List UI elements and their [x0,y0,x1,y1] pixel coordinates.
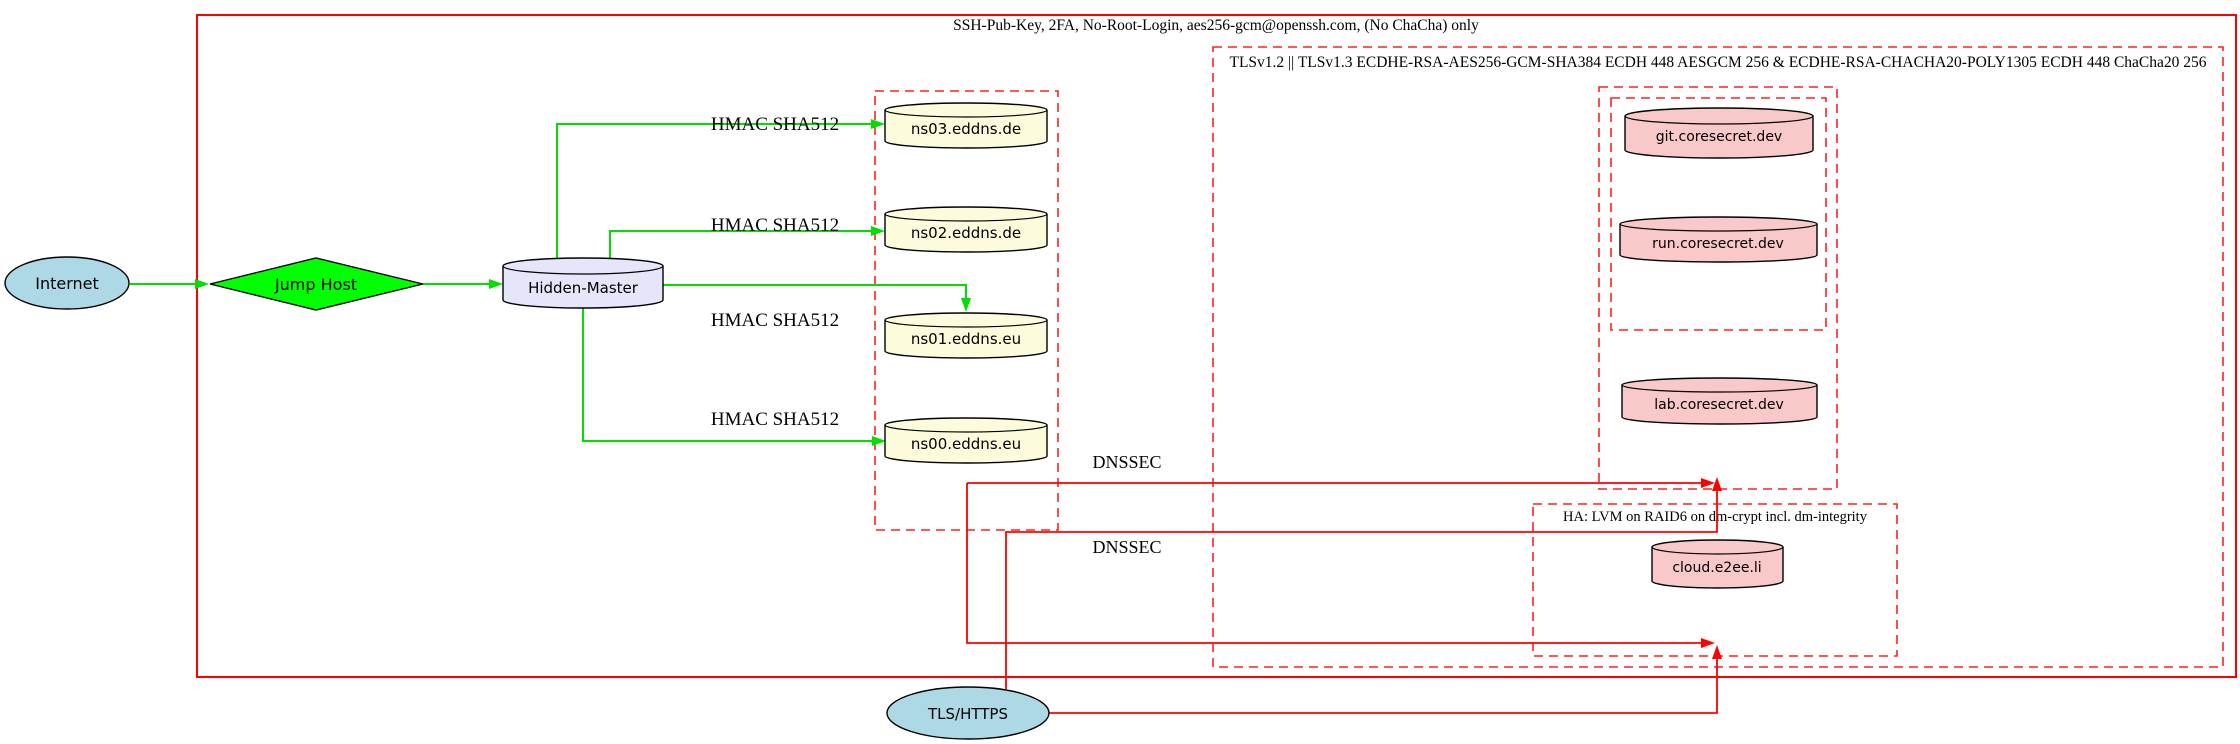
node-cloud-lens [1651,546,1784,555]
edge-dnssec-ha-line [966,483,1701,644]
node-git-label: git.coresecret.dev [1656,129,1782,145]
node-ns00: ns00.eddns.eu [884,417,1048,464]
node-hidden-master: Hidden-Master [502,257,664,309]
edge-hiddenmaster-ns01-arrowhead [961,298,971,312]
edge-hiddenmaster-ns00-arrowhead [872,436,886,446]
edge-label-hmac-ns00: HMAC SHA512 [711,409,839,430]
edge-hiddenmaster-ns00-line [582,307,872,442]
node-ns02-lens [884,213,1048,222]
edge-hiddenmaster-ns02-arrowhead [871,226,885,236]
edge-hiddenmaster-ns03-line [556,123,871,259]
edge-label-hmac-ns02: HMAC SHA512 [711,215,839,236]
node-ns00-lens [884,424,1048,433]
node-cloud-shape [1651,539,1784,589]
node-run-label: run.coresecret.dev [1652,236,1784,252]
cluster-tls-box [1212,46,2224,668]
node-jump-host: Jump Host [209,257,424,311]
node-ns03-label: ns03.eddns.de [911,120,1021,138]
node-ns02: ns02.eddns.de [884,206,1048,253]
edge-hiddenmaster-ns01 [663,284,971,312]
edge-jumphost-hiddenmaster [423,279,503,289]
edge-hiddenmaster-ns02 [609,226,885,259]
edge-dnssec-ha-arrowhead [1701,638,1715,648]
node-lab: lab.coresecret.dev [1621,377,1818,425]
edge-hiddenmaster-ns00 [582,307,886,446]
edge-label-dnssec-1: DNSSEC [1092,452,1161,472]
edge-tlshttps-coresecret [1005,477,1722,689]
edge-label-dnssec-2: DNSSEC [1092,537,1161,557]
edge-internet-jumphost-arrowhead [195,279,209,289]
node-ns00-shape [884,417,1048,464]
cluster-coresecret-inner-box [1610,97,1827,331]
edge-tlshttps-ha [1049,645,1722,714]
edge-hiddenmaster-ns03-arrowhead [871,119,885,129]
node-hidden-master-lens [502,265,664,275]
node-hidden-master-shape [502,257,664,309]
cluster-ssh-label: SSH-Pub-Key, 2FA, No-Root-Login, aes256-… [953,17,1479,34]
cluster-ha-label: HA: LVM on RAID6 on dm-crypt incl. dm-in… [1563,509,1868,525]
node-ns01: ns01.eddns.eu [884,312,1048,359]
edge-internet-jumphost [130,279,209,289]
node-cloud-label: cloud.e2ee.li [1672,560,1761,576]
node-jump-host-label: Jump Host [274,275,357,294]
node-ns03-lens [884,109,1048,118]
node-cloud: cloud.e2ee.li [1651,539,1784,589]
node-tls-https-shape [886,686,1050,740]
node-ns01-label: ns01.eddns.eu [911,330,1021,348]
edge-hiddenmaster-ns03 [556,119,885,259]
node-ns01-shape [884,312,1048,359]
node-lab-shape [1621,377,1818,425]
node-ns03-shape [884,102,1048,149]
node-jump-host-shape [209,257,424,311]
node-ns02-label: ns02.eddns.de [911,224,1021,242]
node-run-lens [1619,223,1818,232]
node-lab-lens [1621,384,1818,393]
edge-label-hmac-ns03: HMAC SHA512 [711,114,839,135]
edge-hiddenmaster-ns02-line [609,230,871,259]
edge-dnssec-coresecret [967,478,1715,488]
edge-tlshttps-coresecret-arrowhead [1712,477,1722,491]
edge-tlshttps-coresecret-line [1005,491,1718,689]
node-ns03: ns03.eddns.de [884,102,1048,149]
edge-dnssec-ha [966,483,1715,648]
node-git-lens [1624,115,1814,125]
node-ns01-lens [884,319,1048,328]
node-git: git.coresecret.dev [1624,107,1814,159]
node-internet: Internet [4,256,130,310]
node-lab-label: lab.coresecret.dev [1654,397,1784,413]
node-run: run.coresecret.dev [1619,216,1818,263]
node-ns00-label: ns00.eddns.eu [911,435,1021,453]
node-run-shape [1619,216,1818,263]
node-internet-shape [4,256,130,310]
edge-dnssec-coresecret-arrowhead [1701,478,1715,488]
node-tls-https: TLS/HTTPS [886,686,1050,740]
node-internet-label: Internet [35,274,99,293]
cluster-ssh-box [196,14,2237,678]
edge-jumphost-hiddenmaster-arrowhead [489,279,503,289]
edge-hiddenmaster-ns01-line [663,284,967,298]
node-hidden-master-label: Hidden-Master [528,279,639,297]
edge-tlshttps-ha-arrowhead [1712,645,1722,659]
node-ns02-shape [884,206,1048,253]
cluster-tls-label: TLSv1.2 || TLSv1.3 ECDHE-RSA-AES256-GCM-… [1229,54,2206,71]
edge-tlshttps-ha-line [1049,659,1718,714]
edge-label-hmac-ns01: HMAC SHA512 [711,310,839,331]
node-git-shape [1624,107,1814,159]
node-tls-https-label: TLS/HTTPS [927,705,1008,723]
